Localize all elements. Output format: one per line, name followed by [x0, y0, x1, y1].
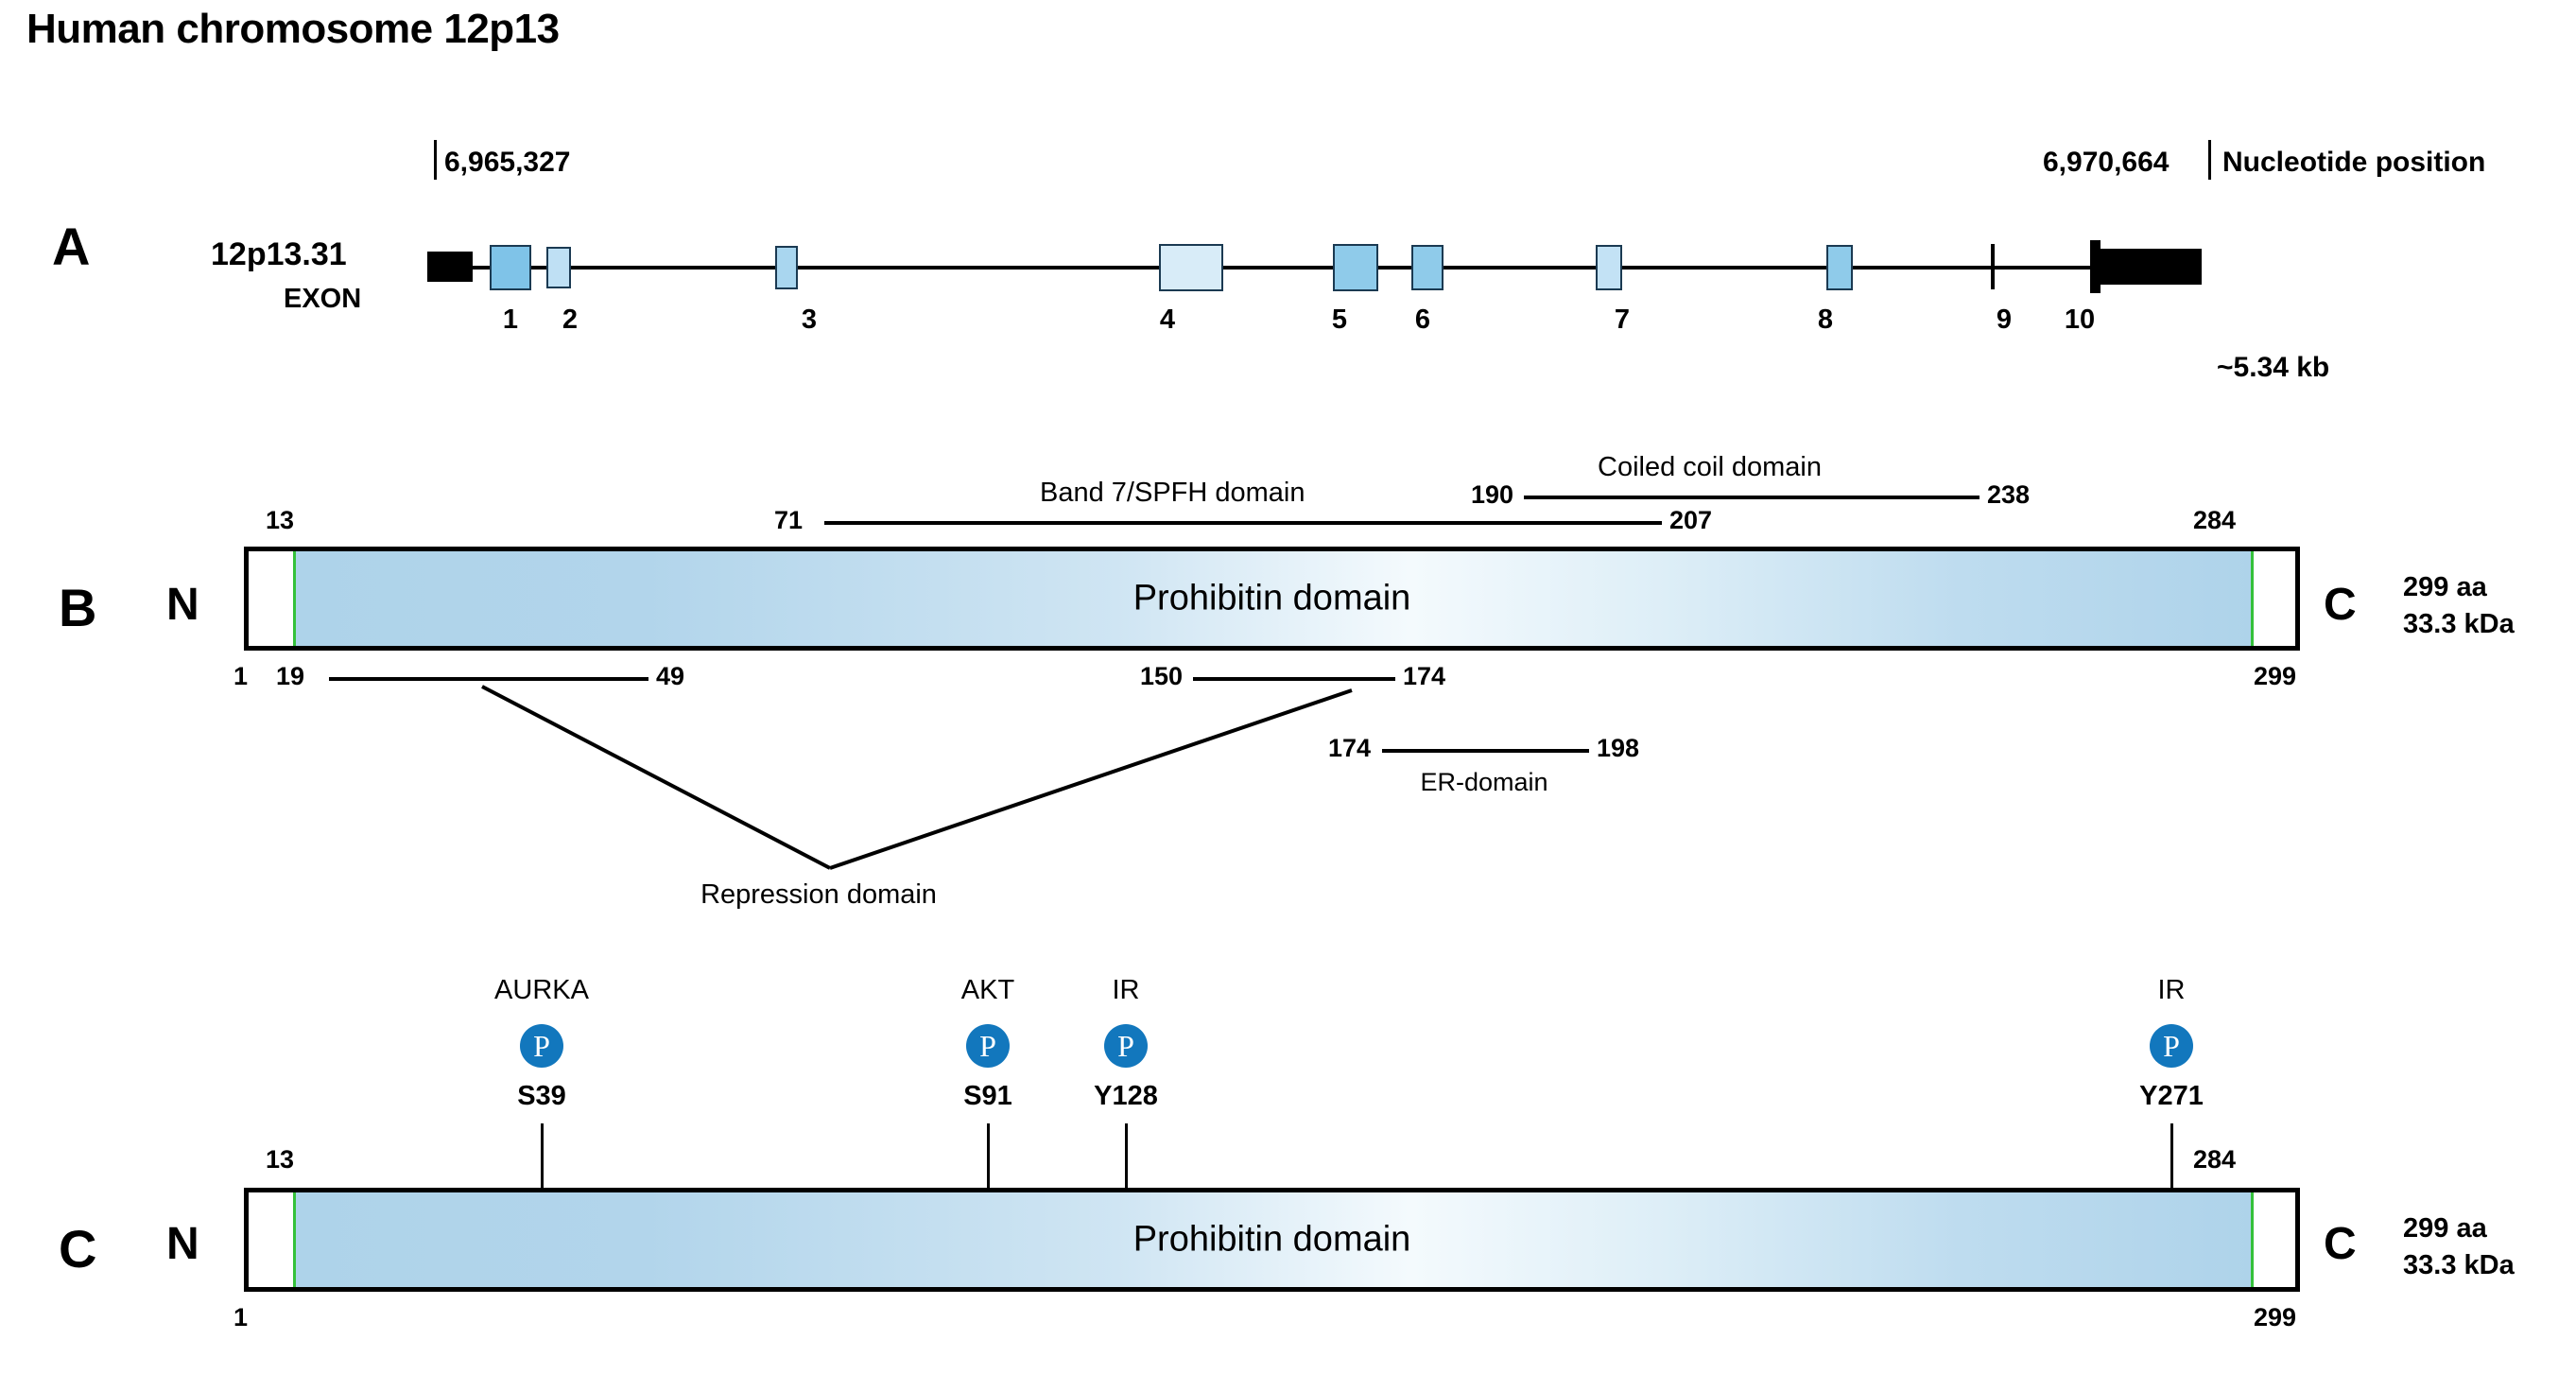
panelc-protein-bar[interactable]: Prohibitin domain [244, 1188, 2300, 1292]
panelc-start-pos: 1 [233, 1303, 249, 1331]
exon-box-4[interactable] [1159, 244, 1223, 291]
exon-number-9: 9 [1996, 304, 2013, 335]
repression-domain-label: Repression domain [700, 879, 937, 910]
panelc-mass: 33.3 kDa [2403, 1250, 2515, 1281]
kinase-label-aurka: AURKA [494, 975, 589, 1005]
band7-to-label: 207 [1669, 506, 1713, 534]
er-domain-from-label: 174 [1328, 734, 1372, 762]
site-label-s39: S39 [517, 1081, 566, 1111]
exon-number-4: 4 [1159, 304, 1176, 335]
repression2-to-label: 174 [1403, 662, 1446, 690]
site-tick-s39 [541, 1123, 544, 1188]
panelc-green-marker-start [293, 1192, 296, 1287]
nt-end-tick [2208, 140, 2211, 180]
exon-box-6[interactable] [1411, 245, 1444, 290]
panelc-bar-text: Prohibitin domain [1132, 1219, 1411, 1260]
utr-3prime-block [2096, 249, 2202, 285]
panelb-n-terminus: N [166, 580, 199, 630]
exon-box-8[interactable] [1826, 245, 1853, 290]
nt-end-label: 6,970,664 [2043, 147, 2170, 178]
panelc-aa-count: 299 aa [2403, 1213, 2487, 1244]
panelb-end-pos: 299 [2254, 662, 2297, 690]
exon-number-3: 3 [801, 304, 818, 335]
kinase-label-ir-y271: IR [2157, 975, 2186, 1005]
panelb-bar-text: Prohibitin domain [1132, 578, 1411, 618]
exon-box-7[interactable] [1596, 245, 1622, 290]
exon-number-6: 6 [1414, 304, 1431, 335]
site-tick-y271 [2170, 1123, 2173, 1188]
band7-range-line [824, 521, 1662, 525]
panel-letter-b: B [59, 578, 97, 637]
er-domain-range-line [1382, 749, 1589, 753]
panelb-protein-bar[interactable]: Prohibitin domain [244, 547, 2300, 651]
exon-box-3[interactable] [775, 246, 798, 289]
coiled-coil-domain-label: Coiled coil domain [1598, 452, 1822, 482]
panelc-aa-info: 299 aa 33.3 kDa [2403, 1210, 2515, 1284]
panelc-prohibitin-domain-fill [293, 1192, 2254, 1287]
repression2-range-line [1193, 677, 1395, 681]
panelb-mass: 33.3 kDa [2403, 609, 2515, 640]
exon-number-2: 2 [562, 304, 579, 335]
exon-box-1[interactable] [490, 245, 531, 290]
phospho-icon-y128[interactable]: P [1104, 1024, 1148, 1068]
panel-letter-a: A [52, 217, 91, 276]
coiled-coil-to-label: 238 [1987, 480, 2031, 509]
phospho-icon-s39[interactable]: P [520, 1024, 563, 1068]
er-domain-label: ER-domain [1420, 768, 1548, 796]
repression1-range-line [329, 677, 648, 681]
nt-position-legend: Nucleotide position [2222, 147, 2486, 178]
exon-number-7: 7 [1614, 304, 1631, 335]
repression1-from-label: 19 [276, 662, 305, 690]
cytoband-label: 12p13.31 [211, 236, 347, 272]
band7-spfh-domain-label: Band 7/SPFH domain [1040, 478, 1305, 508]
gene-size-label: ~5.34 kb [2217, 352, 2330, 383]
exon-number-5: 5 [1331, 304, 1348, 335]
site-tick-y128 [1125, 1123, 1128, 1188]
panelb-aa-info: 299 aa 33.3 kDa [2403, 569, 2515, 643]
panelb-c-terminus: C [2324, 580, 2357, 630]
exon-word-label: EXON [284, 284, 362, 314]
site-label-y271: Y271 [2139, 1081, 2204, 1111]
phospho-icon-s91[interactable]: P [966, 1024, 1010, 1068]
exon-box-2[interactable] [546, 247, 571, 288]
panelb-green-start-label: 13 [266, 506, 295, 534]
nt-start-label: 6,965,327 [444, 147, 571, 178]
exon-number-10: 10 [2064, 304, 2096, 335]
panelb-green-marker-start [293, 551, 296, 646]
site-label-s91: S91 [963, 1081, 1012, 1111]
panelc-c-terminus: C [2324, 1219, 2357, 1269]
panelc-green-marker-end [2251, 1192, 2254, 1287]
repression1-to-label: 49 [656, 662, 685, 690]
band7-from-label: 71 [774, 506, 804, 534]
kinase-label-akt: AKT [960, 975, 1015, 1005]
site-label-y128: Y128 [1094, 1081, 1158, 1111]
exon-number-1: 1 [502, 304, 519, 335]
panelb-start-pos: 1 [233, 662, 249, 690]
gene-backbone-line [427, 266, 2202, 270]
repression2-from-label: 150 [1140, 662, 1184, 690]
site-tick-s91 [987, 1123, 990, 1188]
coiled-coil-from-label: 190 [1471, 480, 1514, 509]
exon-9-tick [1991, 244, 1995, 289]
phospho-icon-y271[interactable]: P [2150, 1024, 2193, 1068]
panelc-n-terminus: N [166, 1219, 199, 1269]
utr-5prime-block [427, 252, 473, 282]
exon-box-5[interactable] [1333, 244, 1378, 291]
panelb-aa-count: 299 aa [2403, 572, 2487, 602]
utr-3prime-cap [2090, 240, 2101, 293]
kinase-label-ir-y128: IR [1112, 975, 1140, 1005]
panelc-green-start-label: 13 [266, 1145, 295, 1174]
panelb-green-marker-end [2251, 551, 2254, 646]
panelc-end-pos: 299 [2254, 1303, 2297, 1331]
coiled-coil-range-line [1524, 496, 1980, 499]
er-domain-to-label: 198 [1597, 734, 1640, 762]
panelb-prohibitin-domain-fill [293, 551, 2254, 646]
exon-number-8: 8 [1817, 304, 1834, 335]
panelb-green-end-label: 284 [2193, 506, 2237, 534]
panelc-green-end-label: 284 [2193, 1145, 2237, 1174]
nt-start-tick [434, 140, 437, 180]
figure-title: Human chromosome 12p13 [26, 6, 560, 52]
panel-letter-c: C [59, 1219, 97, 1279]
